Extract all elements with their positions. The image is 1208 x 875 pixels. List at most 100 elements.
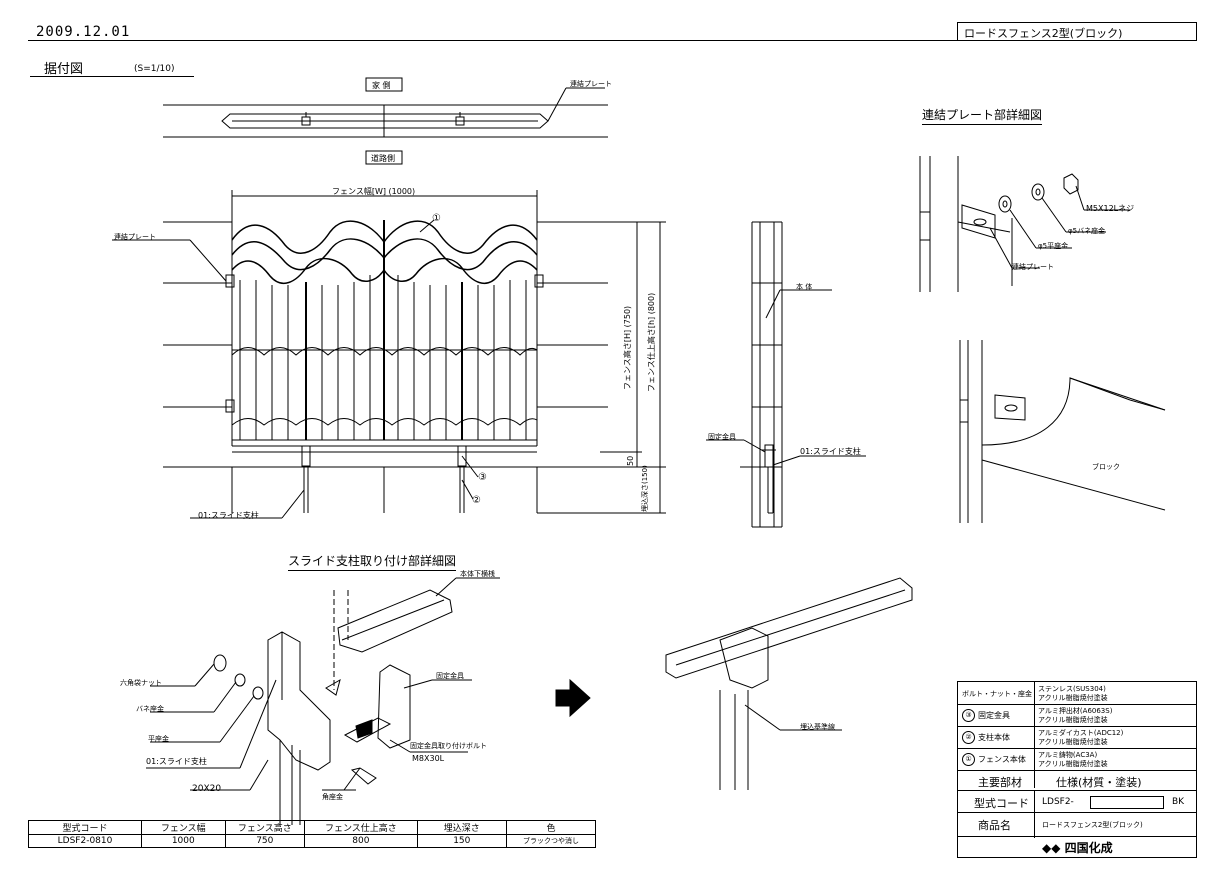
height-dim-label: フェンス高さ[H] (750) <box>623 305 632 390</box>
header-rule <box>28 40 1196 41</box>
cell-finish-height: 800 <box>304 834 418 848</box>
legend-row-rule-2 <box>958 726 1196 727</box>
header-color: 色 <box>505 820 597 835</box>
callout-1: ① <box>432 213 441 224</box>
legend-bracket-spec2: アクリル樹脂焼付塗装 <box>1038 716 1108 724</box>
finish-height-dim-label: フェンス仕上高さ[h] (800) <box>647 292 656 392</box>
bottom-frame-label: 本体下横桟 <box>460 570 495 578</box>
plate-detail-drawing <box>919 156 1130 292</box>
legend-row-rule-6 <box>958 812 1196 813</box>
spec-table-header-row: 型式コード フェンス幅 フェンス高さ フェンス仕上高さ 埋込深さ 色 <box>28 820 597 835</box>
installation-scale: (S=1/10) <box>134 64 175 74</box>
legend-bracket-spec1: アルミ押出材(A6063S) <box>1038 707 1113 715</box>
legend-row-rule-1 <box>958 704 1196 705</box>
dim-50-label: 50 <box>626 455 635 466</box>
connect-plate-detail-label: 連結プレート <box>1012 263 1054 271</box>
title-box: ロードスフェンス2型(ブロック) <box>957 22 1197 41</box>
cell-width: 1000 <box>141 834 226 848</box>
block-detail-drawing <box>959 340 1166 523</box>
installation-title: 据付図 <box>44 62 84 77</box>
legend-post-spec1: アルミダイカスト(ADC12) <box>1038 729 1124 737</box>
plan-view <box>163 87 608 138</box>
embed-line-label: 埋込基準線 <box>800 723 835 731</box>
screw-label: M5X12Lネジ <box>1086 204 1135 213</box>
legend-fence-spec2: アクリル樹脂焼付塗装 <box>1038 760 1108 768</box>
cell-height: 750 <box>224 834 306 848</box>
drawing-date: 2009.12.01 <box>36 24 131 40</box>
fixing-bracket-detail-label: 固定金具 <box>436 672 464 680</box>
header-height: フェンス高さ <box>224 820 306 835</box>
legend-fence-label: フェンス本体 <box>978 755 1026 764</box>
spring-washer-slide-label: バネ座金 <box>136 705 164 713</box>
fixing-bracket-label-side: 固定金具 <box>708 433 736 441</box>
legend-fence-spec1: アルミ鋳物(AC3A) <box>1038 751 1098 759</box>
house-side-box <box>365 77 403 92</box>
model-code-input-box <box>1090 796 1164 809</box>
model-code-suffix: BK <box>1172 797 1185 807</box>
legend-bolt-spec1: ステンレス(SUS304) <box>1038 685 1106 693</box>
block-label: ブロック <box>1092 463 1120 471</box>
width-dimension-label: フェンス幅[W] (1000) <box>332 187 416 196</box>
assembled-detail-drawing <box>665 577 913 790</box>
callout-2: ② <box>472 495 481 506</box>
size-label: 20X20 <box>192 784 222 794</box>
legend-row-rule-7 <box>958 836 1196 837</box>
plate-detail-title: 連結プレート部詳細図 <box>922 106 1043 125</box>
slide-detail-drawing <box>146 577 591 825</box>
legend-bolt-label: ボルト・ナット・座金 <box>962 690 1032 698</box>
cell-depth: 150 <box>416 834 507 848</box>
header-depth: 埋込深さ <box>416 820 507 835</box>
slide-post-label-side: 01:スライド支柱 <box>800 447 861 456</box>
bolt-label: 固定金具取り付けボルト <box>410 742 487 750</box>
flat-washer-slide-label: 平座金 <box>148 735 169 743</box>
company-logo-icon: ◆◆ <box>1042 841 1061 855</box>
pickets <box>239 220 527 440</box>
legend-bracket-num: ③ <box>962 709 975 722</box>
slide-post-detail-label: 01:スライド支柱 <box>146 757 207 766</box>
product-name-value: ロードスフェンス2型(ブロック) <box>1042 821 1143 829</box>
spring-washer-label: φ5バネ座金 <box>1068 227 1106 235</box>
header-finish-height: フェンス仕上高さ <box>304 820 418 835</box>
product-name-label: 商品名 <box>978 819 1011 832</box>
connect-plate-label-top: 連結プレート <box>570 80 612 88</box>
side-view <box>706 221 866 528</box>
spec-label: 仕様(材質・塗装) <box>1056 776 1142 789</box>
legend-divider <box>1034 682 1035 788</box>
product-title: ロードスフェンス2型(ブロック) <box>964 27 1123 40</box>
legend-bolt-spec2: アクリル樹脂焼付塗装 <box>1038 694 1108 702</box>
main-material-label: 主要部材 <box>978 776 1022 789</box>
flat-washer-label: φ5平座金 <box>1038 242 1069 250</box>
legend-bracket-label: 固定金具 <box>978 711 1010 720</box>
hex-nut-label: 六角袋ナット <box>120 679 162 687</box>
legend-row-rule-5 <box>958 790 1196 791</box>
model-code-value: LDSF2- <box>1042 797 1074 807</box>
legend-row-rule-3 <box>958 748 1196 749</box>
spec-table-row: LDSF2-0810 1000 750 800 150 ブラックつや消し <box>28 834 597 848</box>
company-name: 四国化成 <box>1064 841 1113 855</box>
model-code-label: 型式コード <box>974 797 1029 810</box>
callout-3: ③ <box>478 472 487 483</box>
legend-post-label: 支柱本体 <box>978 733 1010 742</box>
legend-row-rule-4 <box>958 770 1196 771</box>
front-elevation <box>112 190 666 519</box>
cell-color: ブラックつや消し <box>505 834 597 848</box>
lower-divider <box>1034 790 1035 838</box>
spec-table: 型式コード フェンス幅 フェンス高さ フェンス仕上高さ 埋込深さ 色 LDSF2… <box>28 820 597 848</box>
road-side-box <box>365 150 403 165</box>
bolt-size-label: M8X30L <box>412 754 445 763</box>
installation-title-underline <box>30 76 194 77</box>
body-label: 本 体 <box>796 283 813 291</box>
connect-plate-label-left: 連結プレート <box>114 233 156 241</box>
legend-post-num: ② <box>962 731 975 744</box>
header-model-code: 型式コード <box>28 820 142 835</box>
square-washer-label: 角座金 <box>322 793 343 801</box>
header-width: フェンス幅 <box>141 820 226 835</box>
slide-detail-title: スライド支柱取り付け部詳細図 <box>288 552 457 571</box>
legend-post-spec2: アクリル樹脂焼付塗装 <box>1038 738 1108 746</box>
